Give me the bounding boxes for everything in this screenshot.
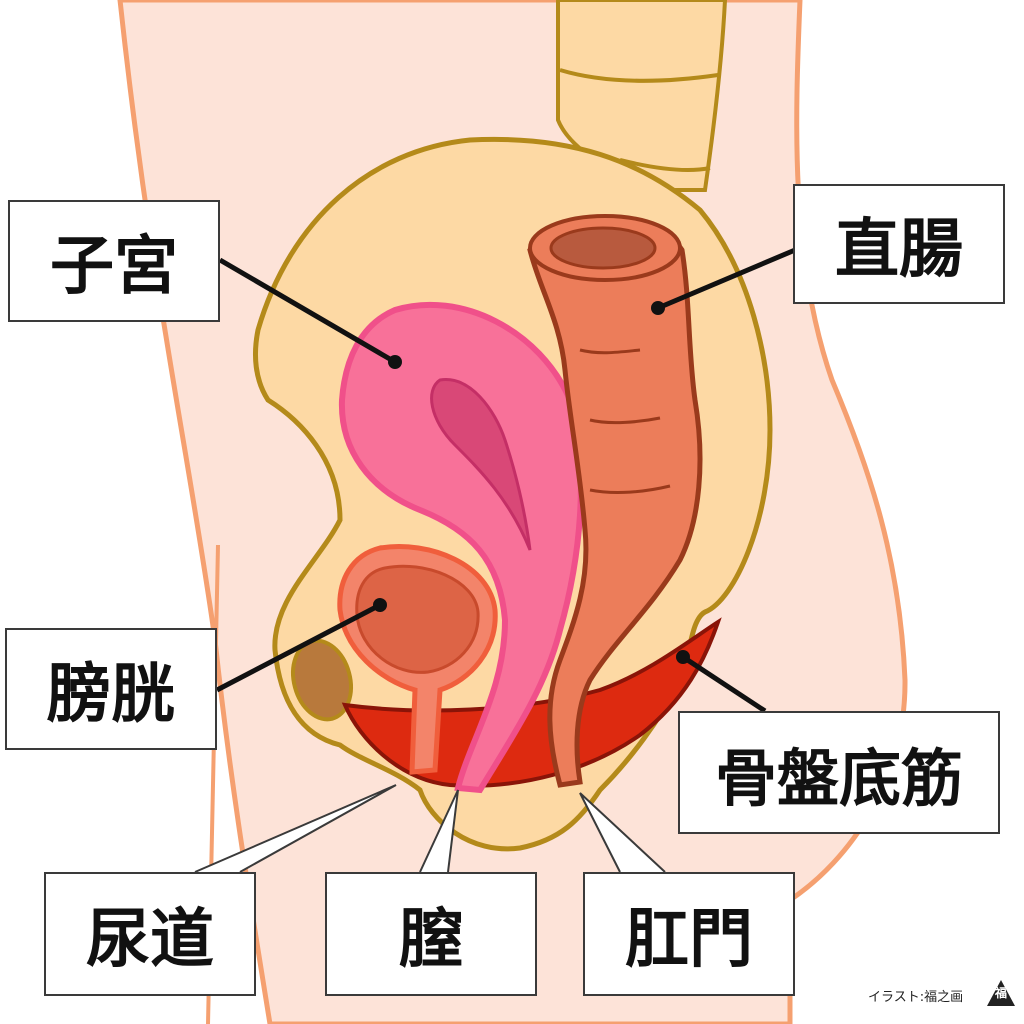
leader-dot-pelvic-floor bbox=[676, 650, 690, 664]
callout-urethra bbox=[194, 784, 397, 873]
leader-dot-rectum bbox=[651, 301, 665, 315]
rectum-fold-2 bbox=[589, 416, 661, 425]
spine bbox=[556, 0, 728, 192]
label-vagina: 膣 bbox=[325, 872, 537, 996]
leader-bladder bbox=[215, 602, 382, 693]
label-pelvic-floor: 骨盤底筋 bbox=[678, 711, 1000, 834]
leader-rectum bbox=[657, 247, 796, 311]
bladder-inner bbox=[355, 564, 480, 674]
label-urethra: 尿道 bbox=[44, 872, 256, 996]
rectum-lumen bbox=[549, 226, 657, 270]
credit-logo-char: 福 bbox=[994, 986, 1007, 1000]
label-uterus: 子宮 bbox=[8, 200, 220, 322]
callout-vagina bbox=[419, 789, 459, 873]
rectum-fold-1 bbox=[579, 348, 641, 355]
rectum bbox=[527, 223, 703, 788]
leader-dot-uterus bbox=[388, 355, 402, 369]
leader-dot-bladder bbox=[373, 598, 387, 612]
label-anus: 肛門 bbox=[583, 872, 795, 996]
leader-uterus bbox=[218, 257, 397, 365]
vertebra-line-2 bbox=[619, 158, 711, 172]
credit-logo-icon bbox=[987, 980, 1015, 1006]
uterine-cavity bbox=[430, 378, 532, 551]
label-rectum: 直腸 bbox=[793, 184, 1005, 304]
label-bladder: 膀胱 bbox=[5, 628, 217, 750]
leader-pelvic-floor bbox=[681, 654, 767, 714]
rectum-fold-3 bbox=[589, 484, 671, 494]
vertebra-line-1 bbox=[559, 68, 719, 83]
callout-anus bbox=[579, 792, 666, 873]
illustration-credit: イラスト:福之画 bbox=[868, 990, 964, 1005]
